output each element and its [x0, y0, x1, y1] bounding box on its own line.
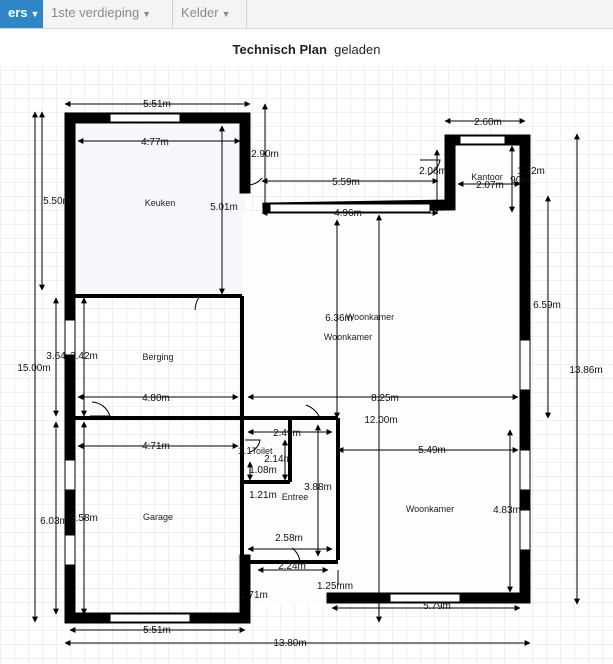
dim-label: 2.14m: [264, 454, 292, 465]
chevron-down-icon: ▼: [30, 9, 40, 19]
dim-label: 4.96m: [334, 208, 362, 219]
dim-label: 2.49m: [273, 428, 301, 439]
plan-title: Technisch Plan: [232, 42, 327, 57]
dim-label: 8.25m: [371, 393, 399, 404]
dim-label: 5.50m: [43, 196, 71, 207]
dim-label: 3.42m: [70, 351, 98, 362]
room-label-woonkamer-1[interactable]: Woonkamer: [346, 312, 394, 322]
dim-label: 4.80m: [142, 393, 170, 404]
dim-label: 13.80m: [273, 638, 306, 649]
tab-ground-floor-label: ers: [8, 5, 28, 20]
room-label-kantoor[interactable]: Kantoor: [471, 172, 503, 182]
dim-label: 5.58m: [70, 513, 98, 524]
load-status: geladen: [334, 42, 381, 57]
dim-label: 5.59m: [332, 177, 360, 188]
tab-basement[interactable]: Kelder▼: [173, 0, 247, 28]
dim-label: 2.07m: [476, 180, 504, 191]
dim-label: 5:51m: [143, 99, 171, 110]
dim-label: 3.64: [46, 351, 66, 362]
room-label-garage[interactable]: Garage: [143, 512, 173, 522]
tab-first-floor[interactable]: 1ste verdieping▼: [43, 0, 173, 28]
dimension-lines: [32, 101, 580, 646]
dim-label: 1.52m: [517, 166, 545, 177]
dim-label: 1.21m: [249, 490, 277, 501]
keuken-floor: [75, 124, 245, 294]
dim-label: 2.06m: [419, 166, 447, 177]
dim-label: 90m: [510, 175, 529, 186]
tab-basement-label: Kelder: [181, 5, 219, 20]
dim-label: 4:71m: [142, 441, 170, 452]
dim-label: 12.00m: [364, 415, 397, 426]
tab-first-floor-label: 1ste verdieping: [51, 5, 140, 20]
dim-label: 4.83m: [493, 505, 521, 516]
dim-label: 2.58m: [275, 533, 303, 544]
dim-label: 5:51m: [143, 625, 171, 636]
floor-tabs-bar: ers▼ 1ste verdieping▼ Kelder▼: [0, 0, 613, 29]
room-label-toilet[interactable]: Toilet: [251, 446, 273, 456]
dim-label: 6.59m: [533, 300, 561, 311]
chevron-down-icon: ▼: [221, 9, 231, 19]
woonkamer-floor: [243, 212, 525, 604]
page-title: Technisch Plan geladen: [0, 42, 613, 57]
room-label-woonkamer-2[interactable]: Woonkamer: [324, 332, 372, 342]
dim-label: 1.25mm: [317, 581, 353, 592]
dim-label: 6.36m: [325, 313, 353, 324]
room-label-berging[interactable]: Berging: [142, 352, 173, 362]
dim-label: 3.88m: [304, 482, 332, 493]
room-label-keuken[interactable]: Keuken: [145, 198, 176, 208]
dim-label: 1.71m: [240, 590, 268, 601]
room-label-woonkamer-3[interactable]: Woonkamer: [406, 504, 454, 514]
dim-label: 5.79m: [423, 601, 451, 612]
dim-label: 5.49m: [418, 445, 446, 456]
dim-label: 2.60m: [474, 117, 502, 128]
dim-label: 13.86m: [569, 365, 602, 376]
interior-walls: [74, 294, 340, 564]
windows: [64, 113, 531, 623]
dim-label: 15.00m: [17, 363, 50, 374]
dim-label: 4:77m: [141, 137, 169, 148]
room-label-entree[interactable]: Entree: [282, 492, 309, 502]
dim-label: 6.03m: [40, 516, 68, 527]
chevron-down-icon: ▼: [142, 9, 152, 19]
dim-label: 2.90m: [251, 149, 279, 160]
tab-ground-floor[interactable]: ers▼: [0, 0, 43, 28]
dim-label: 5.01m: [210, 202, 238, 213]
dim-label: 1.08m: [249, 465, 277, 476]
dim-label: 1.1: [238, 446, 252, 457]
dim-label: 2.24m: [278, 561, 306, 572]
